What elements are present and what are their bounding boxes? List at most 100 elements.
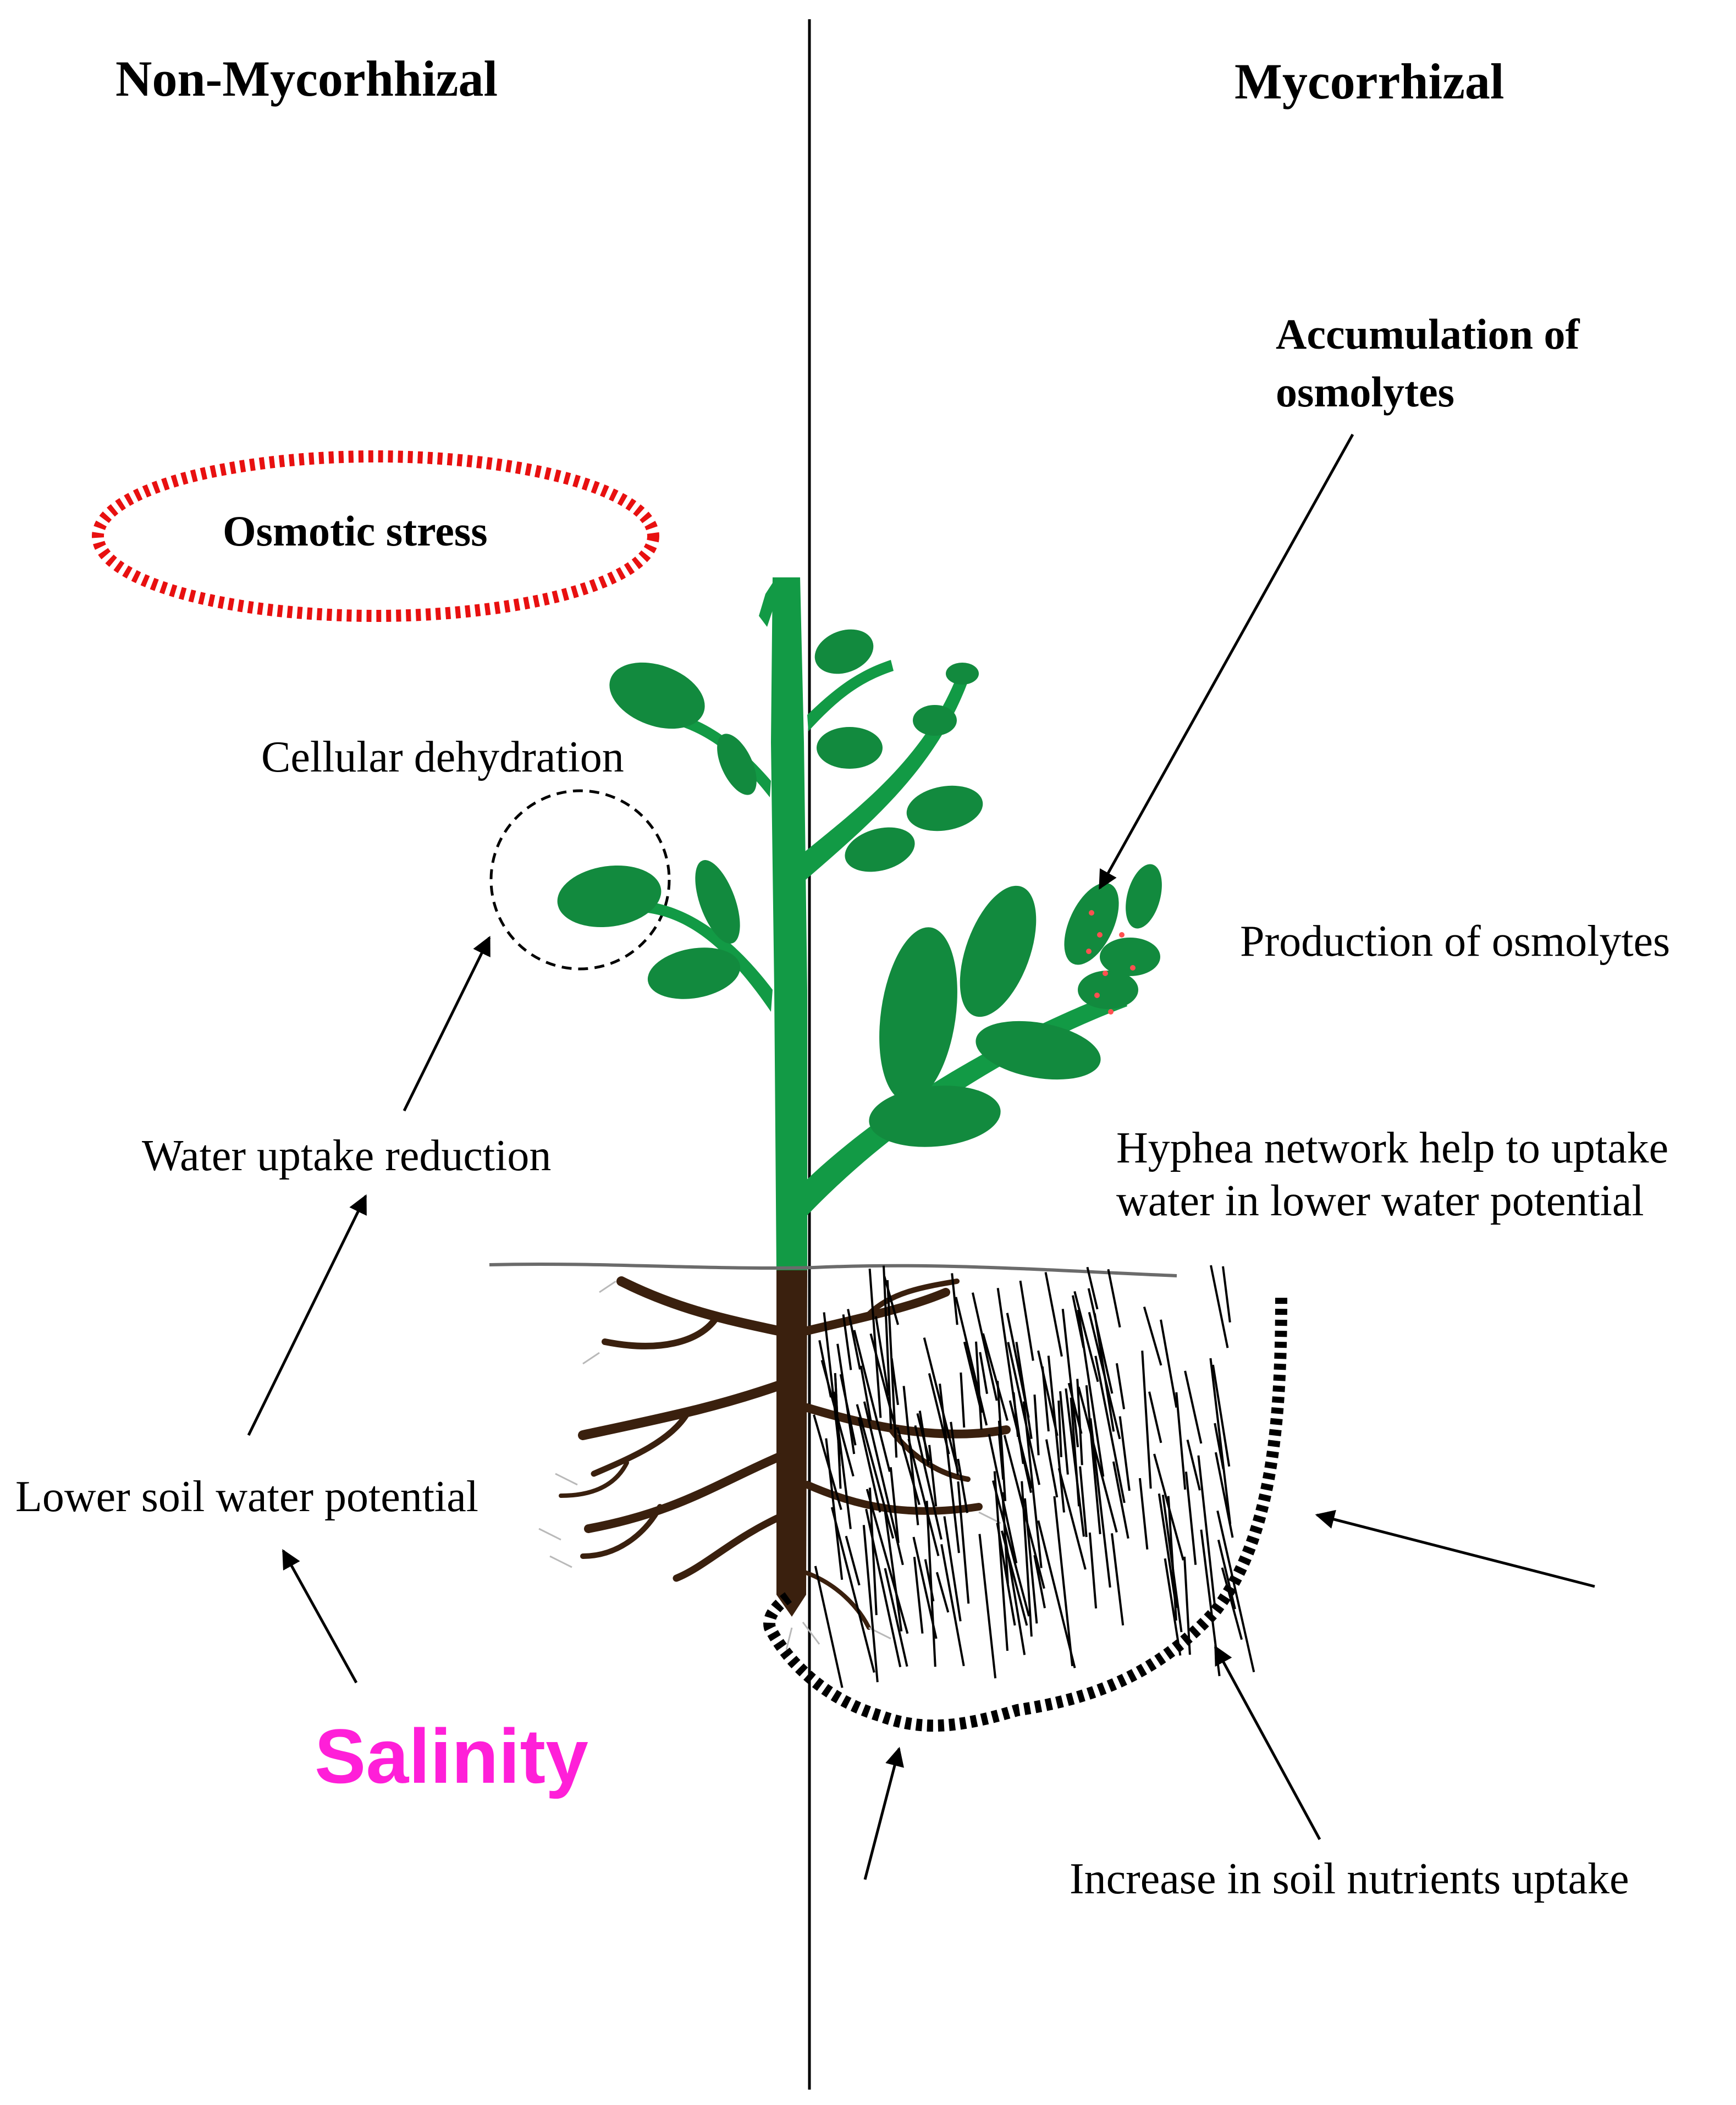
leaf [913, 705, 957, 736]
hypha-strand [1033, 1555, 1046, 1608]
hypha-strand [862, 1525, 879, 1683]
hypha-strand [1197, 1455, 1216, 1609]
hypha-strand [1023, 1498, 1038, 1624]
hypha-strand [1184, 1370, 1203, 1444]
hypha-strand [1007, 1342, 1040, 1485]
hypha-strand [1186, 1439, 1201, 1491]
hypha-strand [935, 1572, 950, 1613]
hypha-strand [818, 1340, 832, 1398]
water-uptake-reduction-label: Water uptake reduction [142, 1132, 552, 1180]
arrow-lower-soil-to-water-uptake [247, 1194, 367, 1436]
hypha-strand [1184, 1472, 1197, 1565]
hypha-strand [890, 1358, 899, 1406]
stem-tip-left [759, 583, 773, 627]
hypha-strand [960, 1372, 966, 1428]
hypha-strand [957, 1481, 970, 1604]
hypha-strand [1087, 1288, 1114, 1394]
leaf [1126, 864, 1162, 929]
osmotic-stress-ring [92, 450, 659, 622]
hypha-strand [1210, 1265, 1229, 1348]
cellular-dehydration-circle [489, 789, 671, 971]
arrow-salinity-to-lower-soil [282, 1549, 358, 1684]
root-branch [591, 1410, 691, 1477]
hypha-strand [1112, 1461, 1129, 1539]
leaf [946, 663, 979, 685]
hypha-strand [924, 1559, 935, 1602]
hypha-strand [842, 1314, 852, 1370]
branch-left-lower [648, 902, 773, 1012]
hypha-strand [997, 1434, 1005, 1480]
hypha-strand [1160, 1319, 1178, 1408]
hypha-strand [813, 1414, 842, 1511]
hypha-strand [1037, 1520, 1076, 1668]
hypha-strand [1000, 1530, 1028, 1626]
hypha-strand [884, 1568, 908, 1667]
hypha-strand [896, 1426, 921, 1506]
hypha-strand [868, 1487, 878, 1616]
hypha-strand [979, 1352, 988, 1395]
production-osmolytes-label: Production of osmolytes [1240, 917, 1671, 966]
leaf [817, 727, 883, 769]
leaf [1078, 971, 1138, 1009]
arrow-water-uptake-to-dehydration [403, 935, 491, 1112]
hypha-strand [923, 1337, 960, 1473]
leaf [960, 885, 1037, 1017]
hypha-strand [943, 1516, 962, 1622]
hypha-strand [1001, 1492, 1009, 1584]
branch-upper-right [804, 676, 968, 880]
hypha-strand [963, 1341, 983, 1413]
hypha-strand [868, 1268, 882, 1418]
hypha-strand [1088, 1532, 1098, 1609]
root-branch [578, 1381, 783, 1440]
hypha-strand [1070, 1397, 1081, 1507]
hypha-strand [1211, 1364, 1231, 1467]
root-branch [866, 1279, 960, 1317]
hypha-strand [1138, 1478, 1149, 1550]
accumulation-osmolytes-label: Accumulation of osmolytes [1276, 310, 1580, 416]
hypha-strand [866, 1489, 909, 1634]
hypha-strand [982, 1333, 1008, 1421]
hypha-strand [1200, 1529, 1221, 1677]
leaf [557, 865, 662, 928]
leaf [717, 734, 757, 795]
arrows [247, 433, 1595, 1880]
hypha-strand [1061, 1309, 1079, 1447]
hypha-strand [907, 1439, 940, 1556]
root-branch [616, 1276, 783, 1336]
taproot [776, 1270, 807, 1617]
hypha-strand [957, 1458, 968, 1513]
root-branch [584, 1453, 782, 1533]
hypha-strand [1006, 1313, 1030, 1418]
root-system [559, 1270, 1011, 1630]
leaf [814, 629, 874, 674]
salinity-label: Salinity [315, 1713, 588, 1799]
leaf [609, 662, 705, 729]
hypha-strand [1094, 1355, 1126, 1503]
root-branch [559, 1461, 629, 1498]
hypha-strand [991, 1480, 1030, 1617]
hypha-strand [996, 1381, 1007, 1501]
lower-soil-water-potential-label: Lower soil water potential [15, 1473, 478, 1521]
leaf [906, 785, 983, 831]
hypha-strand [1059, 1391, 1069, 1475]
root-hairs [538, 1280, 1001, 1650]
hypha-strand [1222, 1266, 1231, 1322]
root-branch [580, 1504, 663, 1559]
hypha-strand [1175, 1392, 1187, 1490]
arrow-right-to-boundary [1315, 1509, 1595, 1588]
increase-nutrients-label: Increase in soil nutrients uptake [1070, 1855, 1629, 1903]
hypha-strand [1148, 1391, 1162, 1443]
hypha-strand [950, 1421, 960, 1476]
hypha-strand [1161, 1495, 1183, 1633]
hypha-strand [955, 1297, 988, 1426]
hypha-strand [916, 1413, 931, 1462]
hypha-strand [1079, 1466, 1088, 1538]
arrow-bottom-to-boundary [863, 1746, 904, 1880]
hypha-strand [859, 1365, 872, 1421]
hypha-strand [1217, 1539, 1236, 1610]
hypha-strand [1076, 1379, 1083, 1465]
hypha-strand [1143, 1306, 1162, 1366]
hypha-strand [857, 1417, 881, 1513]
hypha-strand [913, 1557, 924, 1634]
